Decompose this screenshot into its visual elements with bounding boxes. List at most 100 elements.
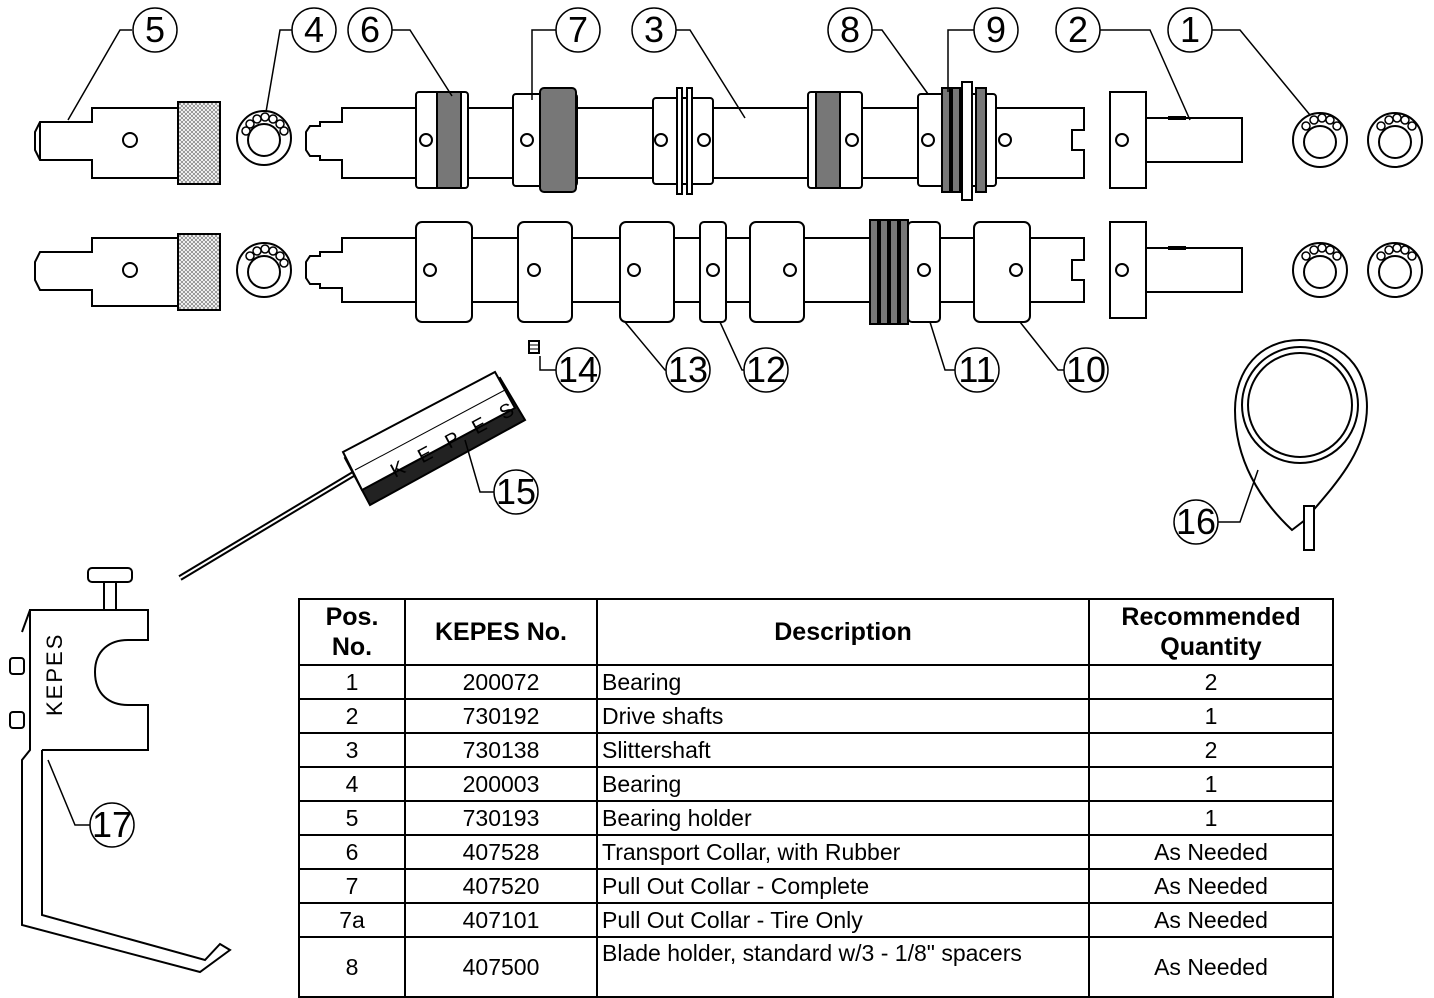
bearing-small-upper [236,110,292,166]
cell-description: Drive shafts [596,698,1090,734]
cell-kepes: 730192 [404,698,598,734]
svg-text:13: 13 [668,349,708,390]
cell-description: Bearing [596,664,1090,700]
header-quantity: Recommended Quantity [1088,598,1334,666]
svg-text:4: 4 [304,9,324,50]
cell-description: Slittershaft [596,732,1090,768]
cell-description: Bearing holder [596,800,1090,836]
cell-qty: As Needed [1088,902,1334,938]
cell-kepes: 407500 [404,936,598,998]
svg-text:16: 16 [1176,501,1216,542]
drive-shaft-lower [1109,221,1243,319]
callout-4: 4 [291,7,337,53]
cell-description: Transport Collar, with Rubber [596,834,1090,870]
callout-1: 1 [1167,7,1213,53]
callout-12: 12 [743,347,789,393]
bearing-holder-upper [34,101,221,185]
cell-kepes: 407520 [404,868,598,904]
cell-qty: 1 [1088,698,1334,734]
callout-17: 17 [89,802,135,848]
cell-qty: 1 [1088,800,1334,836]
header-pos-no: Pos. No. [298,598,406,666]
callouts: 5 4 6 7 3 8 9 2 1 14 13 12 11 10 15 16 1… [89,7,1219,848]
clamp-brand: KEPES [42,633,67,716]
svg-text:1: 1 [1180,9,1200,50]
callout-13: 13 [665,347,711,393]
cell-description: Blade holder, standard w/3 - 1/8" spacer… [596,936,1090,998]
cell-qty: 2 [1088,664,1334,700]
clamp-tool [9,567,232,974]
bearing-pair-lower [1292,242,1423,298]
slitter-shaft-upper [305,81,1085,201]
callout-14: 14 [555,347,601,393]
header-pos-line2: No. [331,633,373,661]
set-screw [528,340,540,354]
bearing-holder-lower [34,233,221,311]
svg-text:15: 15 [496,471,536,512]
svg-text:8: 8 [840,9,860,50]
svg-text:9: 9 [986,9,1006,50]
cell-description: Bearing [596,766,1090,802]
drive-shaft-upper [1109,91,1243,189]
callout-5: 5 [132,7,178,53]
cell-qty: 2 [1088,732,1334,768]
cell-pos: 5 [298,800,406,836]
svg-text:11: 11 [958,349,995,390]
cell-kepes: 200003 [404,766,598,802]
header-qty-line1: Recommended [1121,603,1301,631]
cell-pos: 7 [298,868,406,904]
cell-qty: 1 [1088,766,1334,802]
cell-pos: 3 [298,732,406,768]
header-qty-line2: Quantity [1160,633,1262,661]
callout-7: 7 [555,7,601,53]
bearing-pair-upper [1292,112,1423,168]
bearing-small-lower [236,242,292,298]
cell-kepes: 407101 [404,902,598,938]
parts-table: Pos. No. KEPES No. Description Recommend… [298,598,1334,998]
callout-15: 15 [493,469,539,515]
callout-9: 9 [973,7,1019,53]
screwdriver [178,370,527,581]
cell-qty: As Needed [1088,868,1334,904]
svg-text:17: 17 [92,804,132,845]
cam-tool [1233,338,1368,551]
svg-text:12: 12 [746,349,786,390]
cell-pos: 4 [298,766,406,802]
cell-pos: 1 [298,664,406,700]
cell-qty: As Needed [1088,834,1334,870]
header-description: Description [596,598,1090,666]
svg-text:5: 5 [145,9,165,50]
header-kepes-no: KEPES No. [404,598,598,666]
cell-pos: 7a [298,902,406,938]
header-pos-line1: Pos. [325,603,379,631]
cell-description: Pull Out Collar - Complete [596,868,1090,904]
callout-8: 8 [827,7,873,53]
callout-3: 3 [631,7,677,53]
callout-16: 16 [1173,499,1219,545]
slitter-shaft-lower [305,219,1085,325]
cell-description: Pull Out Collar - Tire Only [596,902,1090,938]
cell-pos: 8 [298,936,406,998]
cell-qty: As Needed [1088,936,1334,998]
svg-text:6: 6 [360,9,380,50]
callout-10: 10 [1063,347,1109,393]
cell-kepes: 200072 [404,664,598,700]
svg-text:3: 3 [644,9,664,50]
svg-text:2: 2 [1068,9,1088,50]
callout-2: 2 [1055,7,1101,53]
cell-pos: 6 [298,834,406,870]
svg-text:14: 14 [558,349,598,390]
cell-kepes: 730193 [404,800,598,836]
svg-text:7: 7 [568,9,588,50]
svg-text:10: 10 [1066,349,1106,390]
cell-kepes: 407528 [404,834,598,870]
